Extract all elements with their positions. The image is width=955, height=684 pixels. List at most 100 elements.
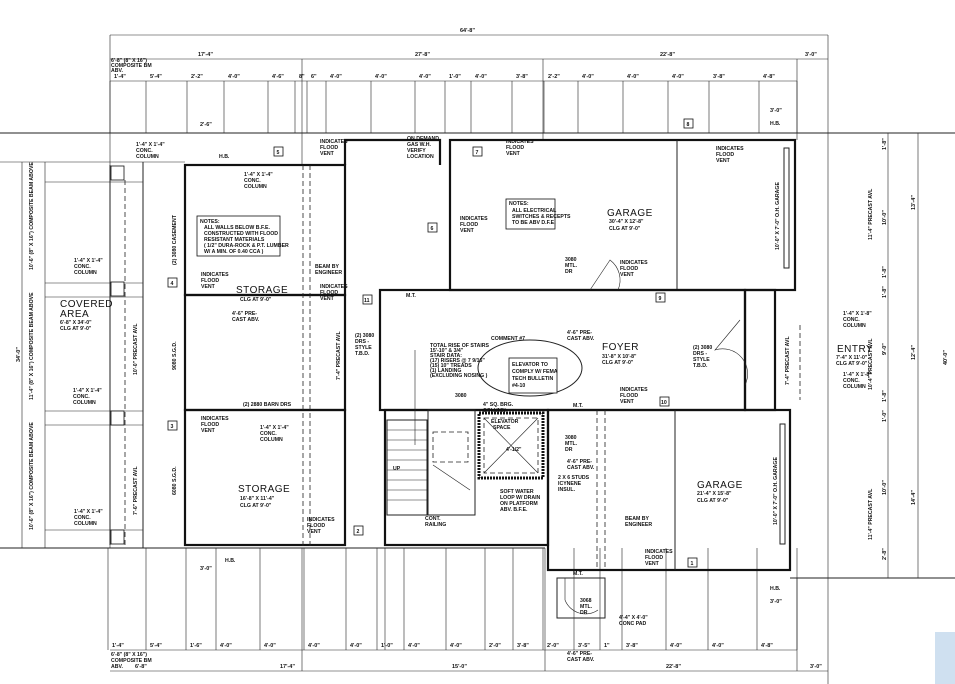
column-note: CONC. xyxy=(244,178,261,184)
elevator-label: SPACE xyxy=(493,425,511,431)
dimension-label: 1'-4" xyxy=(112,643,124,649)
dimension-label: 10'-0" xyxy=(882,480,888,495)
flood-vent-tag xyxy=(167,420,178,431)
dimension-label: 1'-4" xyxy=(114,74,126,80)
elevator-space xyxy=(477,411,545,480)
flood-vent-note: VENT xyxy=(645,561,660,567)
composite-beam-note: COMPOSITE BM xyxy=(111,658,152,664)
generated-labels: 17'-4"27'-8"22'-8"3'-0"1'-4"5'-4"2'-2"4'… xyxy=(112,52,888,670)
door-swing xyxy=(714,319,748,386)
threshold-label: M.T. xyxy=(573,403,583,409)
concrete-column xyxy=(110,165,125,181)
column-note: COLUMN xyxy=(74,521,97,527)
room-size: 6'-8" X 34'-0" xyxy=(60,320,92,326)
dimension-label: 3'-0" xyxy=(200,566,212,572)
overhead-garage-door[interactable] xyxy=(779,423,786,545)
flood-vent-note: FLOOD xyxy=(506,145,524,151)
dimension-label: 4'-6" xyxy=(272,74,284,80)
comment-line: #4-10 xyxy=(512,383,525,389)
precast-note: 4'-6" PRE- xyxy=(567,330,592,336)
flood-vent-note: VENT xyxy=(716,158,731,164)
column-note: CONC. xyxy=(843,317,860,323)
flood-vent-tag-number: 4 xyxy=(171,281,174,287)
column-note: CONC. xyxy=(136,148,153,154)
stairs-note: STAIR DATA: xyxy=(430,353,462,359)
dimension-label: 2'-2" xyxy=(548,74,560,80)
door-label: STYLE xyxy=(693,357,710,363)
walls-note: CONSTRUCTED WITH FLOOD xyxy=(204,231,278,237)
flood-vent-note: INDICATES xyxy=(716,146,744,152)
beam-note: ENGINEER xyxy=(315,270,342,276)
composite-beam-note: COMPOSITE BM xyxy=(111,63,152,69)
column-note: COLUMN xyxy=(843,384,866,390)
door-label: MTL. xyxy=(565,441,578,447)
flood-vent-note: VENT xyxy=(620,272,635,278)
dimension-label: 4'-0" xyxy=(308,643,320,649)
dimension-label: 12'-4" xyxy=(911,345,917,360)
dimension-label: 3'-0" xyxy=(770,108,782,114)
soft-water-note: SOFT WATER xyxy=(500,489,534,495)
dimension-label: 1'-0" xyxy=(449,74,461,80)
dimension-label: 17'-4" xyxy=(280,664,295,670)
dimension-label: 4'-0" xyxy=(264,643,276,649)
door-label: (2) 3080 xyxy=(355,333,374,339)
precast-note: 4'-6" PRE- xyxy=(567,651,592,657)
column-note: COLUMN xyxy=(483,408,506,414)
stairs-note: (15) 10" TREADS xyxy=(430,363,472,369)
flood-vent-note: VENT xyxy=(620,399,635,405)
stair-up-label: UP xyxy=(393,466,401,472)
column-note: CONC. xyxy=(74,264,91,270)
railing-note: CONT. xyxy=(425,516,441,522)
overhead-garage-door[interactable] xyxy=(783,147,790,269)
flood-vent-note: FLOOD xyxy=(460,222,478,228)
flood-vent-tag-number: 7 xyxy=(476,150,479,156)
dimension-tick-lines xyxy=(107,81,798,650)
beam-note: BEAM BY xyxy=(625,516,649,522)
room-name-storage: STORAGE xyxy=(238,484,290,495)
door-label: (2) 3080 xyxy=(693,345,712,351)
flood-vent-tag-number: 2 xyxy=(357,529,360,535)
beam-note: BEAM BY xyxy=(315,264,339,270)
flood-vent-note: INDICATES xyxy=(201,416,229,422)
room-size: 21'-4" X 15'-8" xyxy=(697,491,732,497)
dimension-label: 4'-8" xyxy=(761,643,773,649)
walls-note: NOTES: xyxy=(200,219,220,225)
column-note: 1'-4" X 1'-4" xyxy=(260,425,289,431)
column-note: 1'-4" X 1'-4" xyxy=(244,172,273,178)
room-name-storage: STORAGE xyxy=(236,285,288,296)
door-label: DRS - xyxy=(355,339,369,345)
dimension-label: 13'-4" xyxy=(911,195,917,210)
dimension-label: 4'-0" xyxy=(419,74,431,80)
staircase[interactable] xyxy=(386,350,476,516)
dimension-label: 4'-0" xyxy=(672,74,684,80)
dimension-label: 4'-0" xyxy=(450,643,462,649)
electrical-note-box xyxy=(505,198,556,230)
comment-box xyxy=(508,357,558,394)
studs-note: ICYNENE xyxy=(558,481,582,487)
studs-note: INSUL. xyxy=(558,487,576,493)
precast-avl-label: 7'-4" PRECAST AVL xyxy=(336,331,342,380)
flood-vent-tag xyxy=(167,277,178,288)
dimension-label: 4'-0" xyxy=(627,74,639,80)
dimension-label: 64'-8" xyxy=(460,28,475,34)
ceiling-height: CLG AT 9'-0" xyxy=(240,503,272,509)
gas-wh-note: GAS W.H. xyxy=(407,142,431,148)
door-label: DR xyxy=(565,269,573,275)
door-label: MTL. xyxy=(565,263,578,269)
flood-vent-tag xyxy=(273,146,284,157)
flood-vent-note: INDICATES xyxy=(307,517,335,523)
flood-vent-note: INDICATES xyxy=(320,139,348,145)
door-label: (2) 2880 BARN DRS xyxy=(243,402,292,408)
column-note: COLUMN xyxy=(260,437,283,443)
column-note: COLUMN xyxy=(74,270,97,276)
door-label: STYLE xyxy=(355,345,372,351)
composite-beam-note: ABV. xyxy=(111,664,123,670)
dimension-label: 4'-0" xyxy=(375,74,387,80)
flood-vent-note: VENT xyxy=(307,529,322,535)
door-label: DRS - xyxy=(693,351,707,357)
dimension-label: 3'-8" xyxy=(517,643,529,649)
flood-vent-tag-number: 10 xyxy=(661,400,667,406)
flood-vent-note: VENT xyxy=(506,151,521,157)
column-note: COLUMN xyxy=(244,184,267,190)
